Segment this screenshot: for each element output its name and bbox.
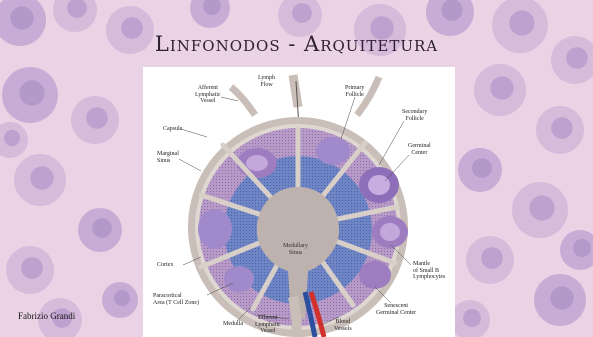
background-cell-nucleus [529,195,554,220]
author-credit: Fabrizio Grandi [18,311,75,321]
background-cell-nucleus [19,80,44,105]
background-cell-nucleus [86,107,108,129]
afferent-vessel-left [231,87,255,115]
background-cell-nucleus [441,0,463,21]
slide-title: Linfonodos - Arquitetura [0,32,593,56]
background-cell-nucleus [292,3,312,23]
label-cortex: Cortex [157,262,173,269]
background-cell-nucleus [10,6,33,29]
background-cell-nucleus [21,257,43,279]
background-cell-nucleus [573,239,591,257]
background-cell-nucleus [490,76,513,99]
background-cell-nucleus [550,286,573,309]
background-cell-nucleus [551,117,573,139]
background-cell-nucleus [4,130,20,146]
background-cell-nucleus [92,218,112,238]
efferent-vessel [293,297,297,337]
label-medulla: Medulla [223,321,243,328]
background-cell-nucleus [481,247,503,269]
background-cell-nucleus [472,158,492,178]
label-capsule: Capsule [163,126,182,133]
background-cell-nucleus [114,290,130,306]
background-cell-nucleus [463,309,481,327]
background-cell-nucleus [30,166,53,189]
